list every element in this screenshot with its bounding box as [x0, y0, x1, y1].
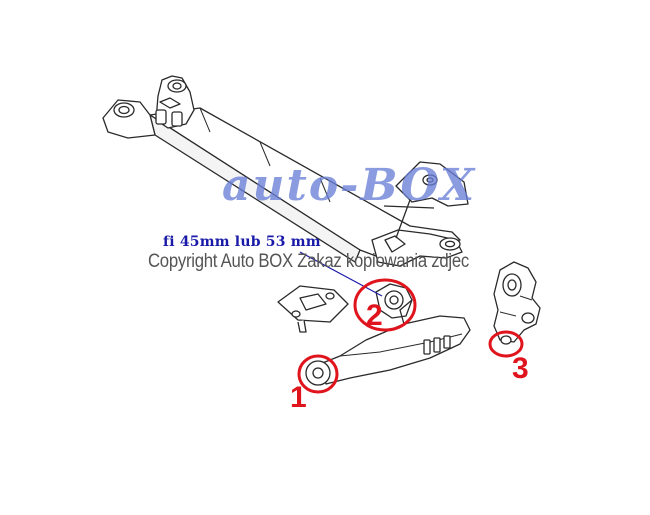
steering-knuckle [493, 261, 541, 345]
watermark-logo: auto-BOX [222, 160, 477, 211]
marker-number-3: 3 [512, 352, 529, 385]
mounting-plate [277, 285, 349, 333]
highlight-circle-3 [488, 330, 524, 358]
lower-control-arm [305, 283, 471, 386]
copyright-watermark: Copyright Auto BOX Zakaz kopiowania zdje… [148, 251, 469, 272]
dimension-label: fi 45mm lub 53 mm [163, 234, 321, 250]
highlight-circles [297, 278, 524, 394]
axle-crossmember [102, 75, 463, 267]
marker-number-1: 1 [290, 381, 307, 414]
highlight-circle-1 [297, 354, 339, 394]
leader-line [299, 251, 383, 297]
highlight-circle-2 [353, 278, 417, 332]
upper-mount-bracket [383, 161, 469, 239]
marker-number-2: 2 [366, 299, 383, 332]
